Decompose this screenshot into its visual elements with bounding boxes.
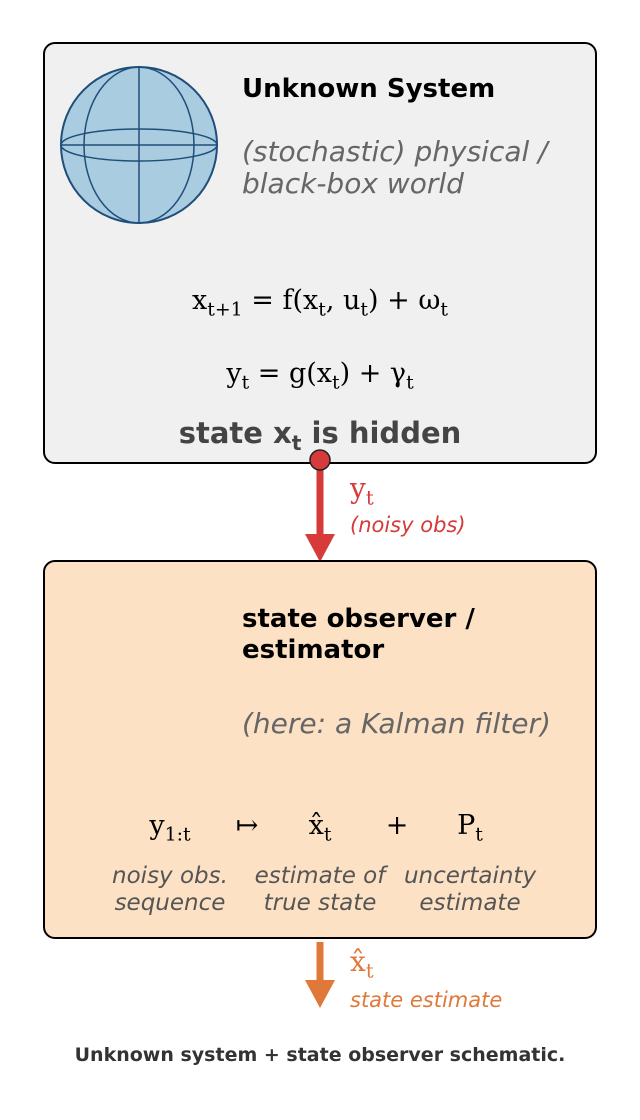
term-observations: y1:t [149,810,191,846]
desc-observations: noisy obs.sequence [112,863,228,916]
observation-equation: yt = g(xt) + γt [226,358,414,394]
system-title: Unknown System [242,74,496,104]
output-port-dot [309,449,331,471]
term-state-estimate: x̂t [308,810,332,846]
term-mapsto: ↦ [235,810,259,841]
estimate-symbol: x̂t [350,945,374,983]
hidden-state-note: state xt is hidden [178,416,462,455]
observation-symbol: yt [350,472,374,510]
observer-title-line2: estimator [242,635,385,665]
system-subtitle-line1: (stochastic) physical / [242,135,548,168]
estimate-note: state estimate [350,988,503,1012]
observation-note: (noisy obs) [350,513,466,537]
system-subtitle-line2: black-box world [242,167,464,200]
figure-caption: Unknown system + state observer schemati… [74,1044,566,1066]
observation-arrow [305,449,335,562]
state-transition-equation: xt+1 = f(xt, ut) + ωt [192,285,448,321]
estimate-arrow [305,942,335,1008]
observer-title-line1: state observer / [242,604,475,634]
term-plus: + [385,810,409,841]
term-covariance: Pt [457,810,483,846]
observer-subtitle: (here: a Kalman filter) [242,707,551,740]
globe-icon [60,66,218,224]
observer-box [43,560,597,939]
